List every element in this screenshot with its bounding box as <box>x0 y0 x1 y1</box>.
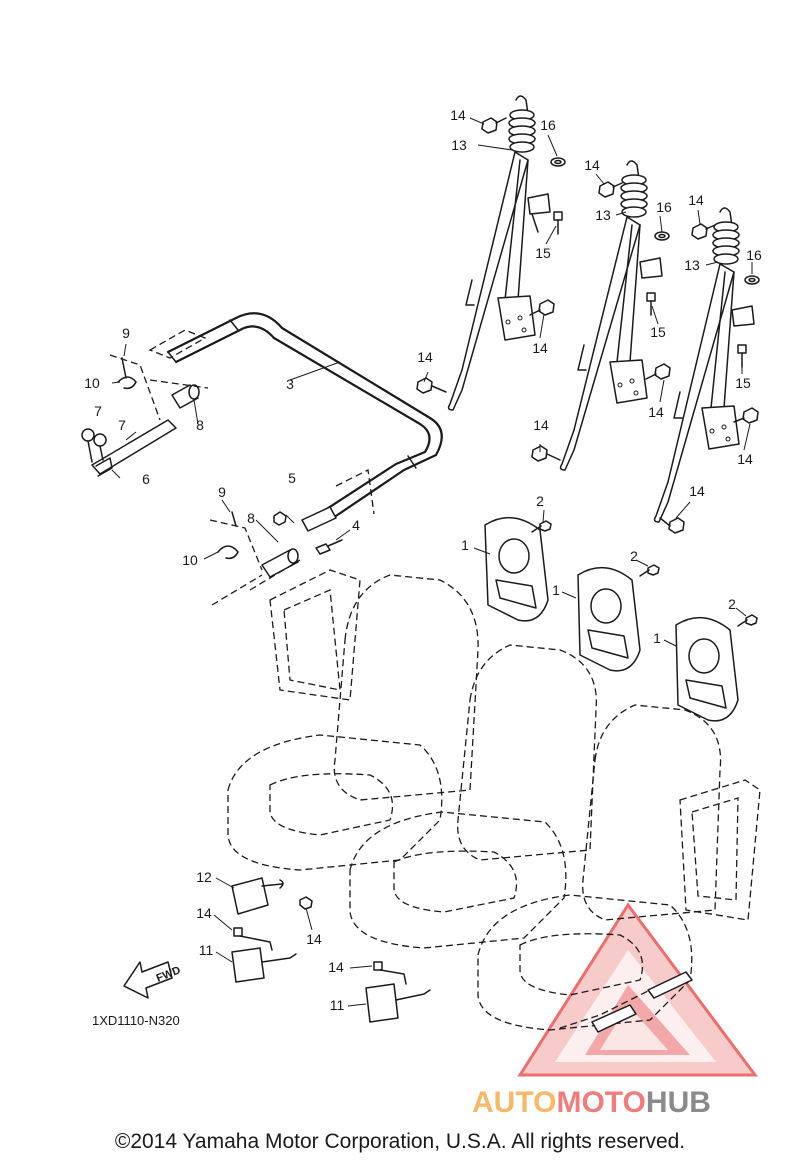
callout-13: 13 <box>684 257 700 273</box>
callout-14: 14 <box>689 483 705 499</box>
diagram-reference-code: 1XD1110-N320 <box>92 1013 180 1028</box>
callout-1: 1 <box>552 582 560 598</box>
callout-9: 9 <box>218 484 226 500</box>
callout-14: 14 <box>737 451 753 467</box>
watermark-logo <box>517 902 758 1077</box>
seats-reference <box>227 569 761 1033</box>
callout-14: 14 <box>648 404 664 420</box>
seat-belt-assembly-3 <box>653 207 755 523</box>
callout-8: 8 <box>196 417 204 433</box>
callout-13: 13 <box>595 207 611 223</box>
callout-4: 4 <box>352 517 360 533</box>
watermark-auto: AUTO <box>472 1086 556 1119</box>
callout-14: 14 <box>584 157 600 173</box>
callout-1: 1 <box>461 537 469 553</box>
watermark-hub: HUB <box>646 1086 711 1119</box>
callout-6: 6 <box>142 471 150 487</box>
watermark-text: AUTOMOTOHUB <box>472 1086 711 1119</box>
callout-14: 14 <box>450 107 466 123</box>
callout-14: 14 <box>533 417 549 433</box>
callout-16: 16 <box>540 117 556 133</box>
callout-5: 5 <box>288 470 296 486</box>
watermark-moto: MOTO <box>556 1086 645 1119</box>
headrest-3 <box>675 614 758 722</box>
callout-13: 13 <box>451 137 467 153</box>
callout-11: 11 <box>199 942 214 958</box>
seat-belt-assembly-2 <box>559 160 663 471</box>
callout-14: 14 <box>196 905 212 921</box>
headrest-1 <box>484 516 552 622</box>
callout-7: 7 <box>118 417 126 433</box>
callout-10: 10 <box>84 375 100 391</box>
buckle-11-right <box>365 961 431 1023</box>
callout-8: 8 <box>247 510 255 526</box>
callout-15: 15 <box>735 375 751 391</box>
callout-16: 16 <box>656 199 672 215</box>
callout-10: 10 <box>182 552 198 568</box>
left-side-bar <box>81 354 209 477</box>
callout-14: 14 <box>417 349 433 365</box>
callout-14: 14 <box>688 192 704 208</box>
belt-mount-bolts <box>416 117 760 534</box>
callout-2: 2 <box>630 548 638 564</box>
callout-11: 11 <box>330 997 345 1013</box>
callout-1: 1 <box>653 630 661 646</box>
copyright-notice: ©2014 Yamaha Motor Corporation, U.S.A. A… <box>114 1130 686 1153</box>
lower-mount-hardware <box>209 511 343 606</box>
callout-9: 9 <box>122 325 130 341</box>
callout-15: 15 <box>650 324 666 340</box>
callout-2: 2 <box>728 596 736 612</box>
callout-14: 14 <box>306 931 322 947</box>
callout-7: 7 <box>94 403 102 419</box>
callout-numbers: 14 13 16 15 14 14 14 13 16 15 14 14 14 1… <box>84 107 762 1013</box>
seat-belt-assembly-1 <box>447 95 551 411</box>
headrest-2 <box>577 564 660 672</box>
callout-14: 14 <box>532 340 548 356</box>
callout-2: 2 <box>536 493 544 509</box>
callout-12: 12 <box>196 869 212 885</box>
svg-text:AUTOMOTOHUB: AUTOMOTOHUB <box>472 1086 711 1119</box>
leader-lines <box>111 117 753 1007</box>
roll-bar-frame <box>148 312 443 532</box>
buckle-11-left <box>231 927 297 983</box>
fwd-arrow-icon: FWD <box>123 961 182 999</box>
buckle-12 <box>231 877 313 915</box>
callout-3: 3 <box>286 376 294 392</box>
callout-16: 16 <box>746 247 762 263</box>
callout-15: 15 <box>535 245 551 261</box>
callout-14: 14 <box>328 959 344 975</box>
